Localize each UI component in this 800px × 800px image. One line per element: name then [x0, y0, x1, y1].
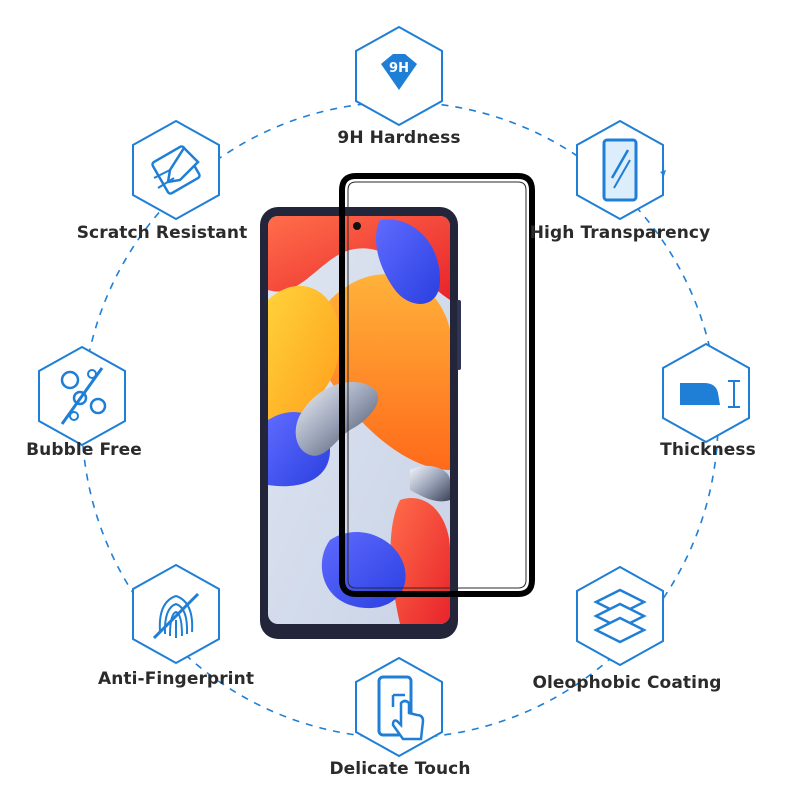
feature-label-delicate-touch: Delicate Touch: [329, 759, 471, 779]
diamond-9h-icon: 9H: [355, 25, 443, 127]
touch-hand-icon: [355, 656, 443, 758]
layers-icon: [576, 565, 664, 667]
feature-label-bubble-free: Bubble Free: [26, 440, 142, 460]
thickness-edge-icon: [662, 342, 750, 444]
glass-panel-icon: [576, 119, 666, 221]
feature-label-high-transparency: High Transparency: [529, 223, 711, 243]
feature-label-thickness: Thickness: [660, 440, 756, 460]
feature-label-oleophobic-coating: Oleophobic Coating: [532, 673, 722, 693]
feature-label-9h-hardness: 9H Hardness: [337, 128, 461, 148]
scratch-icon: [132, 119, 220, 221]
side-button: [457, 300, 461, 370]
screen-protector-film: [339, 173, 535, 597]
bubbles-icon: [38, 345, 126, 447]
fingerprint-icon: [132, 563, 220, 665]
diamond-9h-text: 9H: [389, 61, 409, 76]
front-camera: [353, 222, 361, 230]
feature-label-anti-fingerprint: Anti-Fingerprint: [97, 669, 255, 689]
feature-label-scratch-resistant: Scratch Resistant: [76, 223, 248, 243]
phone-screen: [268, 216, 450, 624]
phone: [260, 207, 461, 639]
